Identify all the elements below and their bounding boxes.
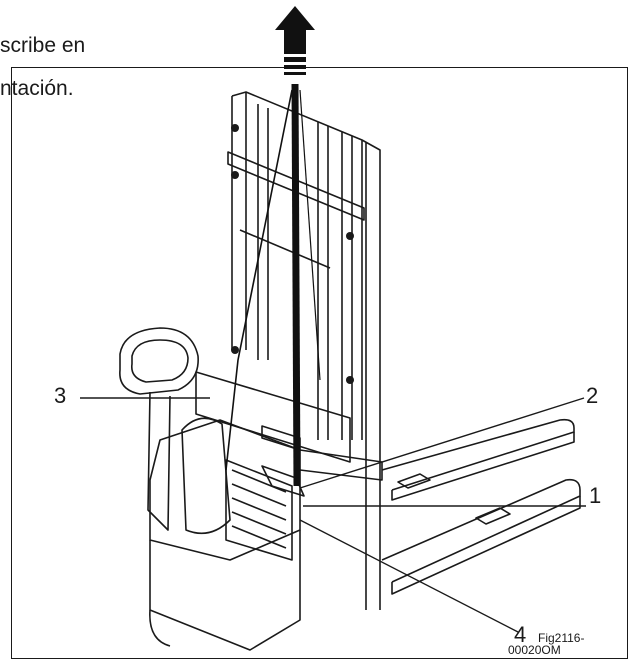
- mast-inner-rails: [257, 104, 353, 440]
- body-text-line-2: ntación.: [0, 77, 74, 100]
- mast-crossbar-mid: [239, 229, 331, 269]
- mast-bolt: [231, 171, 239, 179]
- battery-grid: [231, 469, 287, 549]
- body-text-line-1: scribe en: [0, 34, 86, 57]
- chassis-body: [149, 419, 301, 561]
- lift-cable-thin: [225, 89, 293, 471]
- load-backrest: [195, 371, 351, 463]
- mast-bolt: [231, 346, 239, 354]
- control-panel: [261, 465, 305, 497]
- lift-cable: [291, 83, 301, 487]
- callout-4: 4: [514, 622, 527, 647]
- fork-upper: [381, 418, 575, 491]
- mast-outline: [231, 91, 381, 610]
- fork-upper-edge: [391, 432, 575, 501]
- mast-bolt: [231, 124, 239, 132]
- leader-line-4: [299, 519, 519, 633]
- figure-id-part-2: 00020OM: [508, 643, 561, 657]
- tiller-handle-inner: [130, 339, 189, 383]
- battery-compartment: [225, 459, 293, 561]
- fork-lower-edge: [391, 496, 581, 595]
- figure-frame: [11, 67, 628, 659]
- chassis-hood: [181, 417, 231, 535]
- fork-roller-upper: [397, 473, 431, 489]
- mast-crossbar-top: [227, 151, 365, 221]
- callout-3: 3: [54, 383, 67, 408]
- fork-roller-lower: [475, 507, 511, 525]
- lift-cable-thin: [299, 89, 321, 381]
- callout-2: 2: [586, 383, 599, 408]
- up-arrow-icon: [275, 6, 315, 75]
- tiller-arm: [147, 391, 171, 531]
- mast-bolt: [346, 232, 354, 240]
- figure-id-part-1: Fig2116-: [538, 631, 585, 645]
- callout-1: 1: [589, 483, 602, 508]
- chassis-front: [149, 530, 301, 651]
- drive-wheel-arc: [149, 609, 171, 647]
- tiller-handle: [119, 327, 199, 395]
- leader-line-2: [299, 397, 585, 489]
- mast-bolt: [346, 376, 354, 384]
- fork-lower: [381, 478, 581, 583]
